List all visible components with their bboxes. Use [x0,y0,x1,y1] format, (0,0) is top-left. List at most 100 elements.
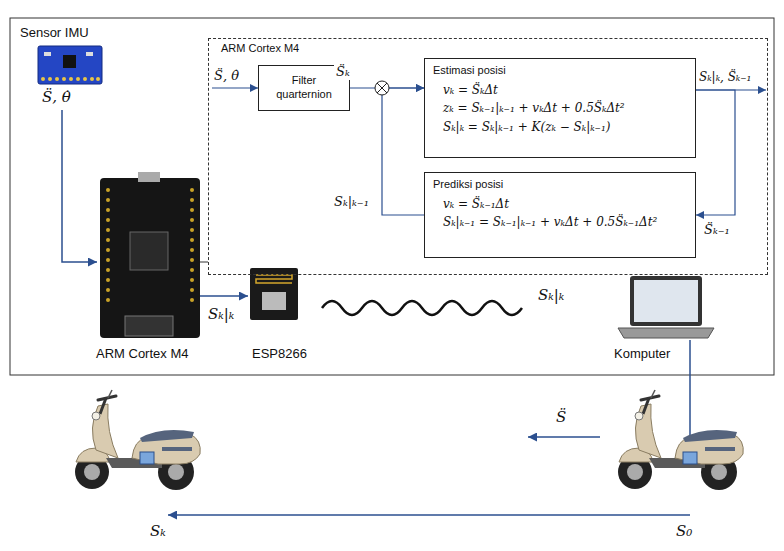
wireless-wave [322,301,522,315]
zoom-line [200,262,208,263]
esp8266-module [250,268,298,320]
arm-board [190,288,194,292]
arm-board [106,188,194,302]
equation: vₖ = S̈ₖΔt [433,81,685,100]
equation: vₖ = S̈ₖ₋₁Δt [433,195,685,214]
signal-name: Sₖ|ₖ [208,305,234,323]
signal-name: S̈ [556,408,566,426]
equation: Sₖ|ₖ₋₁ = Sₖ₋₁|ₖ₋₁ + vₖΔt + 0.5S̈ₖ₋₁Δt² [433,213,685,232]
position-label: S₀ [676,522,692,540]
process-box: Estimasi posisi vₖ = S̈ₖΔtzₖ = Sₖ₋₁|ₖ₋₁ +… [424,58,696,158]
esp8266-module [250,268,298,320]
summing-junction [375,81,389,95]
laptop [634,280,698,322]
arm-board [190,188,194,192]
arm-board [100,178,200,338]
scooter-end [75,390,200,490]
signal-name: S̈, θ̇ [214,68,239,84]
arm-board [106,218,110,222]
connector [696,90,735,215]
imu-sensor-board [96,77,100,81]
arm-board [106,198,110,202]
arm-board [100,172,200,338]
box-title: Estimasi posisi [433,64,685,78]
arm-board [190,298,194,302]
summing-junction [375,81,389,95]
arm-board [106,278,110,282]
arm-board [190,218,194,222]
imu-sensor-board [55,77,59,81]
arm-board [190,198,194,202]
imu-sensor-board [69,77,73,81]
arm-board [190,238,194,242]
arm-board [106,268,110,272]
edge-label: S̈ₖ [334,64,352,80]
signal-arrow [62,110,97,262]
imu-sensor-board [44,52,51,56]
component-label: Sensor IMU [20,25,89,41]
imu-sensor-board [48,77,52,81]
box-title: Prediksi posisi [433,178,685,192]
signal-arrow [689,340,691,449]
imu-sensor-board [90,77,94,81]
arm-board [106,288,110,292]
imu-sensor-board [38,46,102,84]
input-arrow [212,87,258,88]
imu-sensor-board [86,52,93,56]
arm-board [130,232,168,270]
arm-board [190,208,194,212]
region-title: ARM Cortex M4 [221,42,767,56]
arm-board [190,248,194,252]
process-box: Prediksi posisi vₖ = S̈ₖ₋₁ΔtSₖ|ₖ₋₁ = Sₖ₋₁… [424,172,696,258]
acceleration-arrow [528,436,600,438]
arm-board [138,172,160,182]
signal-name: Sₖ|ₖ, S̈ₖ₋₁ [699,70,751,84]
signal-name: S̈, θ̇ [42,88,71,106]
arm-board [106,248,110,252]
imu-sensor-board [41,77,45,81]
imu-sensor-board [83,77,87,81]
esp8266-module [256,275,292,283]
imu-sensor-board [76,77,80,81]
equation: zₖ = Sₖ₋₁|ₖ₋₁ + vₖΔt + 0.5S̈ₖΔt² [433,99,685,118]
edge-label: S̈ₖ₋₁ [702,222,732,238]
arm-board [106,188,110,192]
laptop [618,328,714,338]
imu-sensor-board [41,77,100,81]
laptop [630,276,702,326]
connector [382,88,424,215]
esp8266-module [262,292,286,310]
imu-sensor-board [63,55,76,68]
arm-board [125,316,173,336]
signal-arrow [200,295,248,297]
equation: Sₖ|ₖ = Sₖ|ₖ₋₁ + K(zₖ − Sₖ|ₖ₋₁) [433,118,685,137]
arm-board [190,268,194,272]
arm-board [190,228,194,232]
arm-board [106,258,110,262]
arm-board [106,228,110,232]
arm-board [190,278,194,282]
component-label: Komputer [614,346,670,362]
summing-junction [377,83,387,93]
arm-board [190,258,194,262]
imu-sensor-board [62,77,66,81]
edge-label: Sₖ|ₖ₋₁ [332,194,371,210]
scooter-start [618,390,743,490]
outer-frame [10,18,774,375]
arm-board [106,298,110,302]
component-label: ARM Cortex M4 [96,346,188,362]
arm-board [106,238,110,242]
laptop [618,276,714,338]
imu-sensor-board [38,46,102,84]
arm-board [106,208,110,212]
signal-name: Sₖ|ₖ [538,286,564,304]
box-title: Filter quarternion [266,74,342,102]
component-label: ESP8266 [252,346,307,362]
displacement-arrow [168,514,690,516]
dashed-region: ARM Cortex M4 Filter quarternion Estimasi … [208,38,768,275]
position-label: Sₖ [150,522,166,540]
output-arrow [696,89,766,90]
